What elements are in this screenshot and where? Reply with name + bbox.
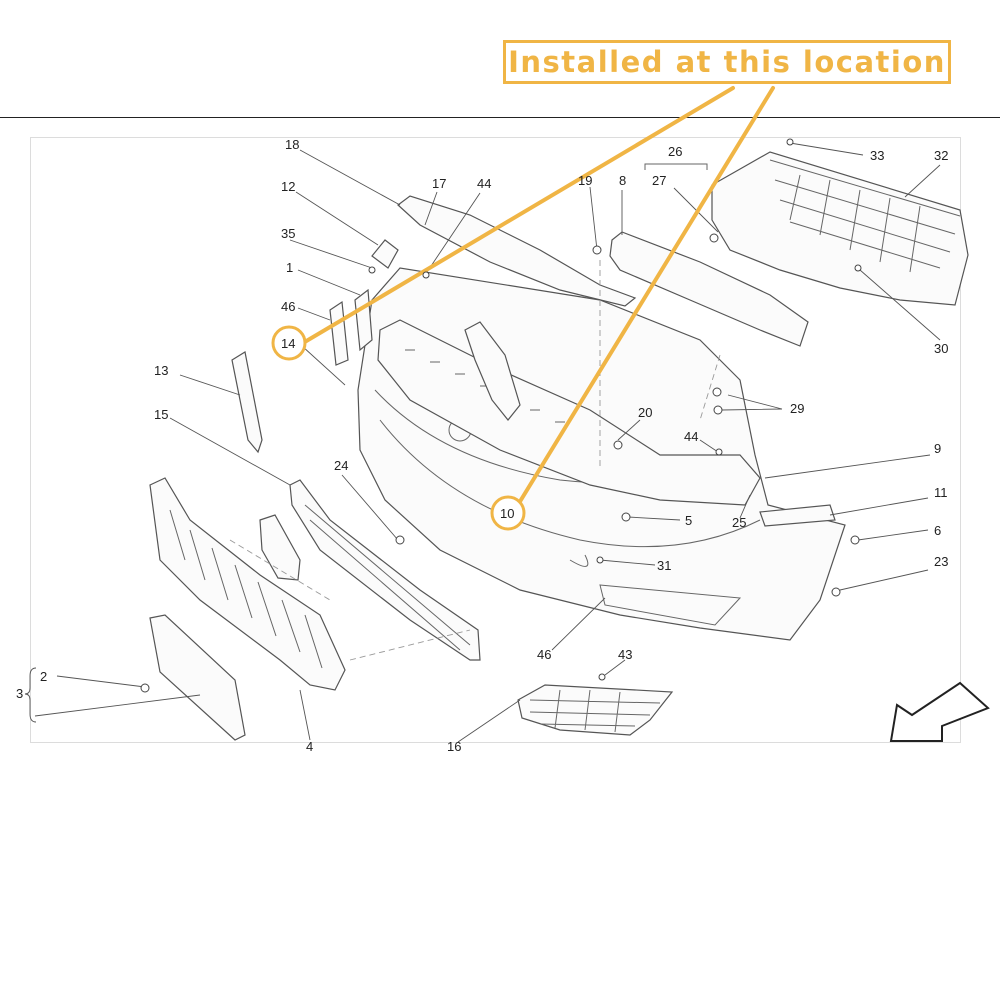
bumper-cover-contour — [374, 389, 761, 626]
label-46-lower: 46 — [537, 647, 551, 662]
lower-strip-part — [289, 479, 481, 661]
main-grille-part — [149, 477, 346, 691]
direction-arrow-icon — [889, 681, 990, 742]
callout-labels: 18 12 35 1 46 14 13 15 24 17 44 19 8 26 … — [16, 137, 948, 754]
bracket-1-part — [354, 288, 373, 352]
label-35: 35 — [281, 226, 295, 241]
main-grille-slats — [169, 509, 323, 669]
bracket-46-part — [329, 300, 349, 366]
upper-grille-mesh — [769, 159, 961, 273]
label-6: 6 — [934, 523, 941, 538]
group-brace-3 — [24, 667, 37, 723]
label-23: 23 — [934, 554, 948, 569]
label-30: 30 — [934, 341, 948, 356]
banner-text: Installed at this location — [508, 45, 946, 79]
label-9: 9 — [934, 441, 941, 456]
label-18: 18 — [285, 137, 299, 152]
guide-13-part — [231, 351, 263, 454]
highlight-line — [514, 86, 775, 510]
bracket-12-part — [371, 239, 399, 269]
highlight-line — [301, 86, 735, 345]
label-26: 26 — [668, 144, 682, 159]
lower-grille-part — [517, 684, 674, 736]
label-25: 25 — [732, 515, 746, 530]
label-8: 8 — [619, 173, 626, 188]
lower-strip-mesh — [304, 504, 471, 651]
label-17: 17 — [432, 176, 446, 191]
header-divider — [0, 117, 1000, 118]
fog-bracket-part — [259, 514, 301, 581]
label-5: 5 — [685, 513, 692, 528]
label-32: 32 — [934, 148, 948, 163]
label-12: 12 — [281, 179, 295, 194]
label-31: 31 — [657, 558, 671, 573]
absorber-part — [377, 319, 761, 506]
upper-grille-part — [711, 151, 969, 306]
label-15: 15 — [154, 407, 168, 422]
label-11: 11 — [934, 485, 948, 500]
label-13: 13 — [154, 363, 168, 378]
label-44-upper: 44 — [477, 176, 491, 191]
label-43: 43 — [618, 647, 632, 662]
group-bracket-26 — [644, 163, 708, 170]
label-10: 10 — [500, 506, 514, 521]
lower-grille-mesh — [529, 689, 661, 733]
highlight-circle-10 — [490, 495, 526, 531]
label-29: 29 — [790, 401, 804, 416]
license-plate-bracket-part — [149, 614, 246, 741]
label-33: 33 — [870, 148, 884, 163]
label-14: 14 — [281, 336, 295, 351]
label-20: 20 — [638, 405, 652, 420]
label-3: 3 — [16, 686, 23, 701]
installed-location-banner: Installed at this location — [503, 40, 951, 84]
fastener-icons — [140, 138, 862, 693]
label-16: 16 — [447, 739, 461, 754]
side-strip-part — [759, 504, 836, 527]
alignment-line — [229, 260, 721, 661]
label-19: 19 — [578, 173, 592, 188]
label-27: 27 — [652, 173, 666, 188]
label-1: 1 — [286, 260, 293, 275]
center-bracket-part — [464, 321, 521, 421]
upper-beam-part — [397, 195, 637, 307]
diagram-frame — [30, 137, 961, 743]
label-4: 4 — [306, 739, 313, 754]
highlight-circle-14 — [271, 325, 307, 361]
label-46-upper: 46 — [281, 299, 295, 314]
leader-lines — [34, 142, 941, 743]
label-44-lower: 44 — [684, 429, 698, 444]
label-24: 24 — [334, 458, 348, 473]
label-2: 2 — [40, 669, 47, 684]
